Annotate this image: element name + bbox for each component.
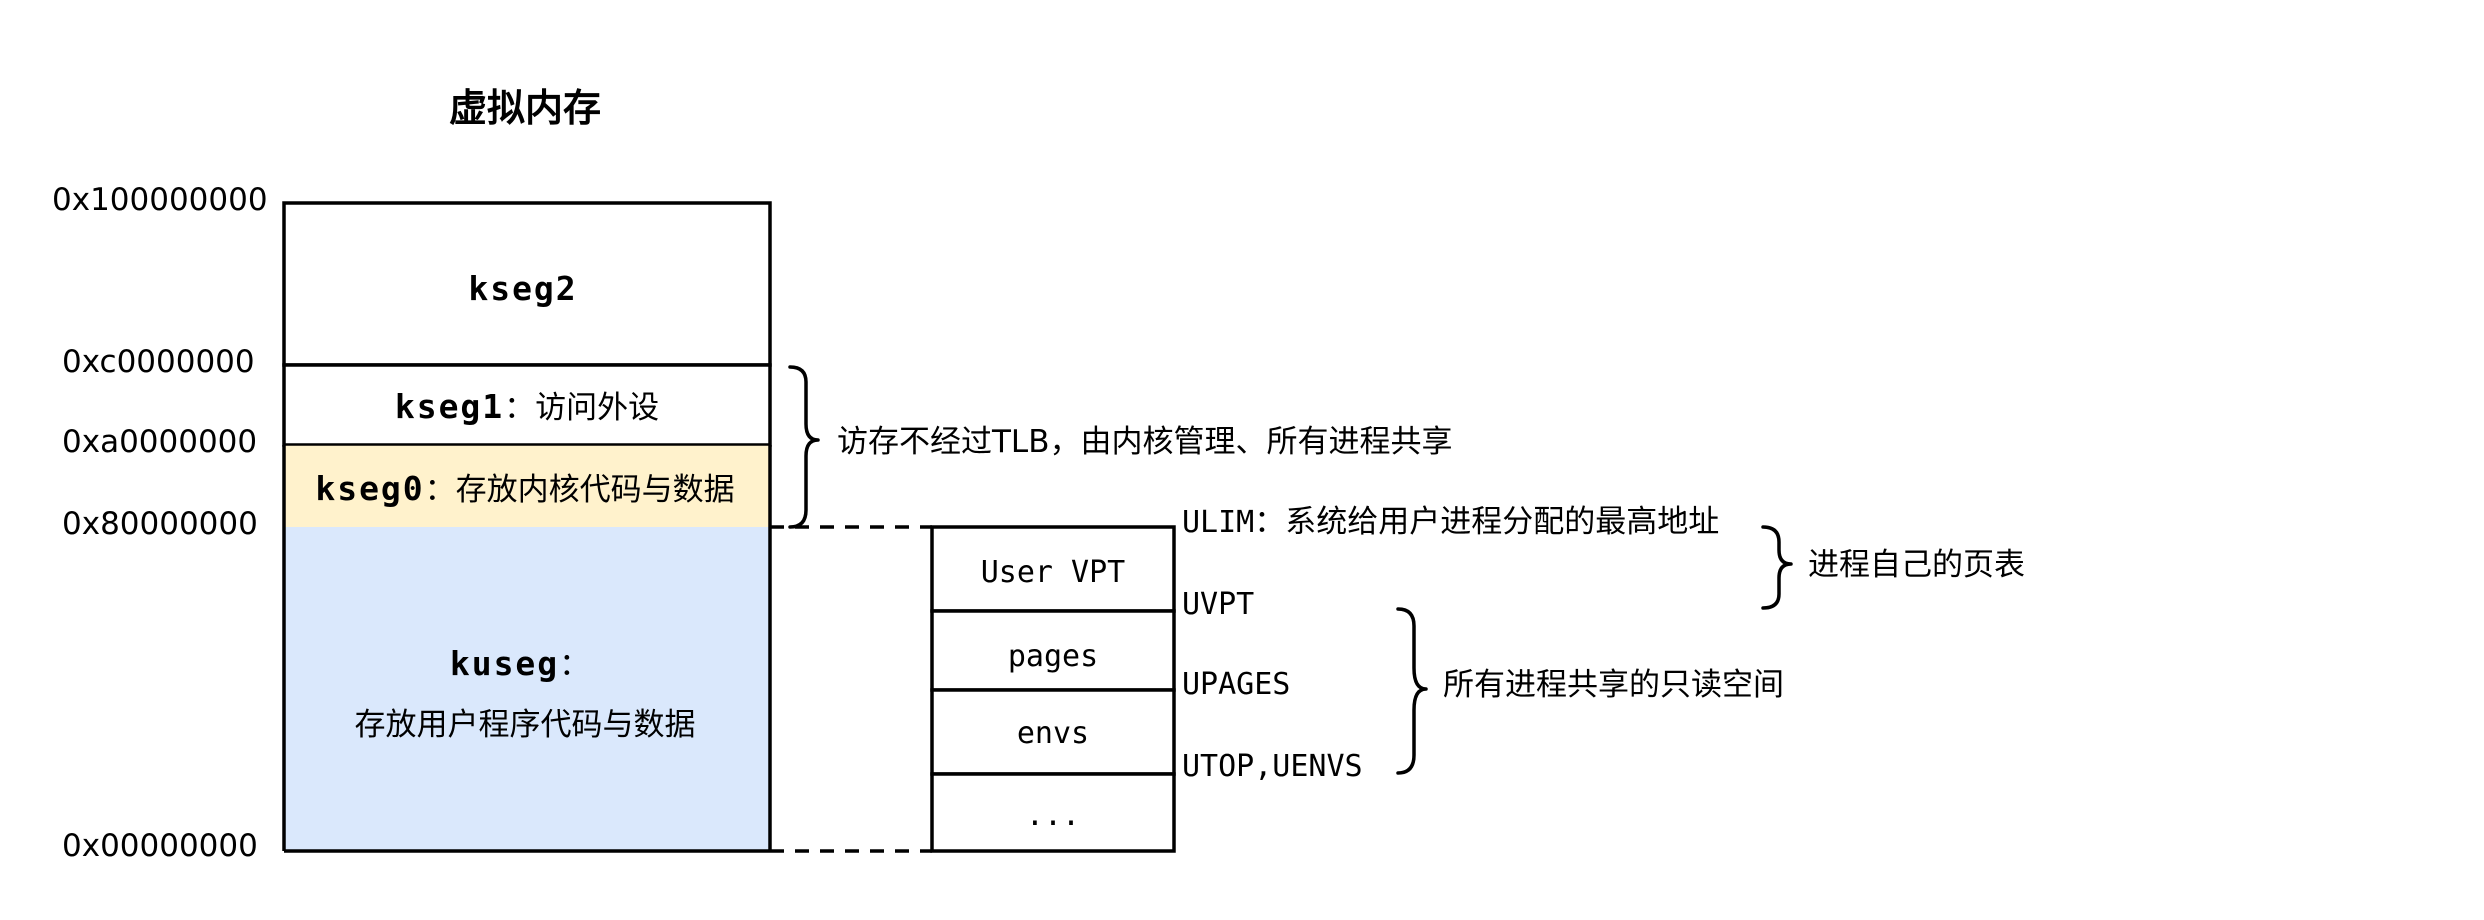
ellipsis-label: ... xyxy=(1026,798,1080,833)
kseg2-label: kseg2 xyxy=(468,269,577,308)
user-vpt-label: User VPT xyxy=(981,555,1126,590)
diagram-title: 虚拟内存 xyxy=(449,86,601,130)
address-label-0x00000000: 0x00000000 xyxy=(62,828,258,864)
kseg1-desc: ：访问外设 xyxy=(504,390,659,426)
address-label-0x100000000: 0x100000000 xyxy=(52,182,268,218)
envs-label: envs xyxy=(1017,716,1089,751)
own-page-table-brace xyxy=(1761,525,1793,610)
kernel-note: 访存不经过TLB，由内核管理、所有进程共享 xyxy=(837,424,1452,460)
ulim-marker: ULIM：系统给用户进程分配的最高地址 xyxy=(1182,504,1719,540)
kseg1-label: kseg1：访问外设 xyxy=(395,387,659,426)
kseg0-desc: ：存放内核代码与数据 xyxy=(425,472,735,508)
kseg2-block xyxy=(282,201,772,367)
kuseg-sep: ： xyxy=(559,647,590,683)
kseg1-name: kseg1 xyxy=(395,387,504,426)
ulim-name: ULIM xyxy=(1182,505,1254,540)
kuseg-label: kuseg： xyxy=(450,644,590,683)
uvpt-marker: UVPT xyxy=(1182,587,1254,622)
shared-readonly-brace xyxy=(1396,607,1428,775)
upages-marker: UPAGES xyxy=(1182,667,1290,702)
kuseg-block xyxy=(284,527,770,851)
address-label-0x80000000: 0x80000000 xyxy=(62,506,258,542)
ulim-desc: ：系统给用户进程分配的最高地址 xyxy=(1254,504,1719,540)
address-label-0xa0000000: 0xa0000000 xyxy=(62,424,257,460)
address-label-0xc0000000: 0xc0000000 xyxy=(62,344,255,380)
own-page-table-note: 进程自己的页表 xyxy=(1808,547,2025,583)
ellipsis-box xyxy=(930,772,1176,853)
kseg0-label: kseg0：存放内核代码与数据 xyxy=(315,469,734,508)
kuseg-name: kuseg xyxy=(450,644,559,683)
utop-uenvs-marker: UTOP,UENVS xyxy=(1182,749,1363,784)
shared-readonly-note: 所有进程共享的只读空间 xyxy=(1443,667,1784,703)
kseg0-block xyxy=(284,445,770,527)
pages-label: pages xyxy=(1008,639,1098,674)
kseg0-name: kseg0 xyxy=(315,469,424,508)
kseg1-block xyxy=(282,363,772,447)
kernel-segments-brace xyxy=(788,365,820,529)
kuseg-desc: 存放用户程序代码与数据 xyxy=(355,707,696,743)
